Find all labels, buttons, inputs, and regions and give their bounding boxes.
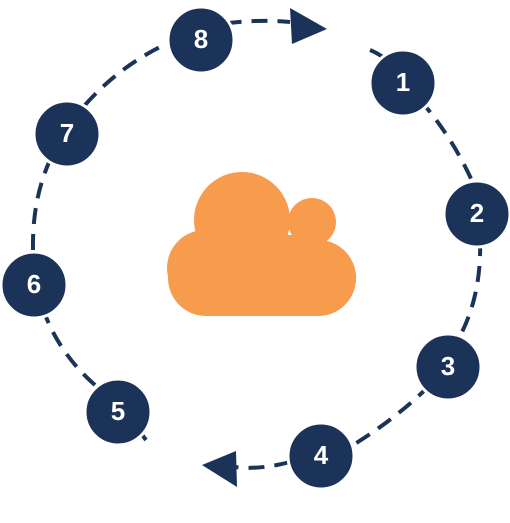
step-node-3: 3 [413, 332, 483, 402]
cloud-icon [167, 172, 356, 316]
step-circle [368, 48, 438, 118]
step-number: 6 [27, 269, 41, 299]
step-node-6: 6 [0, 250, 69, 320]
arc-segment-1-2 [418, 98, 478, 191]
step-circle [0, 250, 69, 320]
step-number: 7 [60, 118, 74, 148]
step-circle [442, 179, 510, 249]
step-node-4: 4 [286, 421, 356, 491]
step-circle [413, 332, 483, 402]
step-node-8: 8 [166, 5, 236, 75]
step-circle [32, 99, 102, 169]
step-nodes: 1 2 3 4 5 6 7 8 [0, 5, 510, 491]
step-node-2: 2 [442, 179, 510, 249]
step-node-1: 1 [368, 48, 438, 118]
arc-segment-3-4 [343, 383, 432, 452]
step-circle [166, 5, 236, 75]
arrowhead-top-icon [290, 8, 327, 44]
arc-segment-2-3 [453, 239, 483, 347]
step-number: 4 [314, 440, 329, 470]
step-circle [83, 377, 153, 447]
step-number: 1 [396, 67, 410, 97]
step-node-7: 7 [32, 99, 102, 169]
step-number: 3 [441, 351, 455, 381]
step-circle [286, 421, 356, 491]
arc-segment-6-7 [30, 159, 52, 251]
arc-segment-4-arrow [234, 460, 291, 470]
arrowhead-bottom-icon [202, 451, 237, 487]
step-number: 2 [470, 198, 484, 228]
step-number: 5 [111, 396, 125, 426]
arc-segment-7-8 [83, 36, 181, 107]
step-node-5: 5 [83, 377, 153, 447]
step-number: 8 [194, 24, 208, 54]
